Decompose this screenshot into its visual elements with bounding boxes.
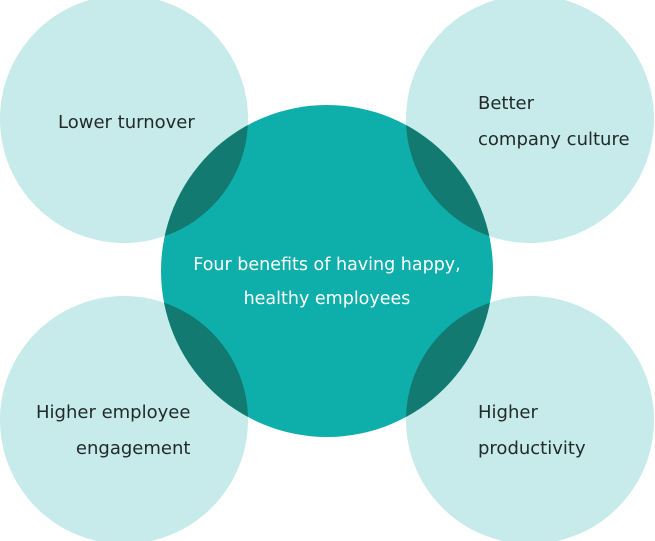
- benefit-bottom-right-line-1: Higher: [478, 402, 538, 423]
- benefit-bottom-left: Higher employee engagement: [36, 395, 190, 467]
- benefit-bottom-left-line-2: engagement: [75, 438, 191, 459]
- benefit-top-right-line-1: Better: [478, 93, 535, 114]
- circle-top-left: [0, 0, 248, 243]
- benefit-top-left-line-1: Lower turnover: [58, 112, 195, 133]
- benefit-top-right-line-2: company culture: [478, 129, 630, 150]
- benefit-bottom-right: Higher productivity: [478, 395, 586, 467]
- center-title-line-1: Four benefits of having happy,: [193, 255, 461, 275]
- center-title-line-2: healthy employees: [243, 289, 411, 309]
- benefit-top-left: Lower turnover: [58, 105, 195, 141]
- circle-top-right: [406, 0, 654, 243]
- overlap-bottom-left: [161, 296, 248, 437]
- benefit-bottom-right-line-2: productivity: [478, 438, 586, 459]
- overlap-bottom-right: [406, 296, 493, 437]
- benefit-bottom-left-line-1: Higher employee: [36, 402, 191, 423]
- circle-center: [161, 105, 493, 437]
- center-title: Four benefits of having happy, healthy e…: [177, 248, 477, 316]
- benefit-top-right: Better company culture: [478, 86, 630, 158]
